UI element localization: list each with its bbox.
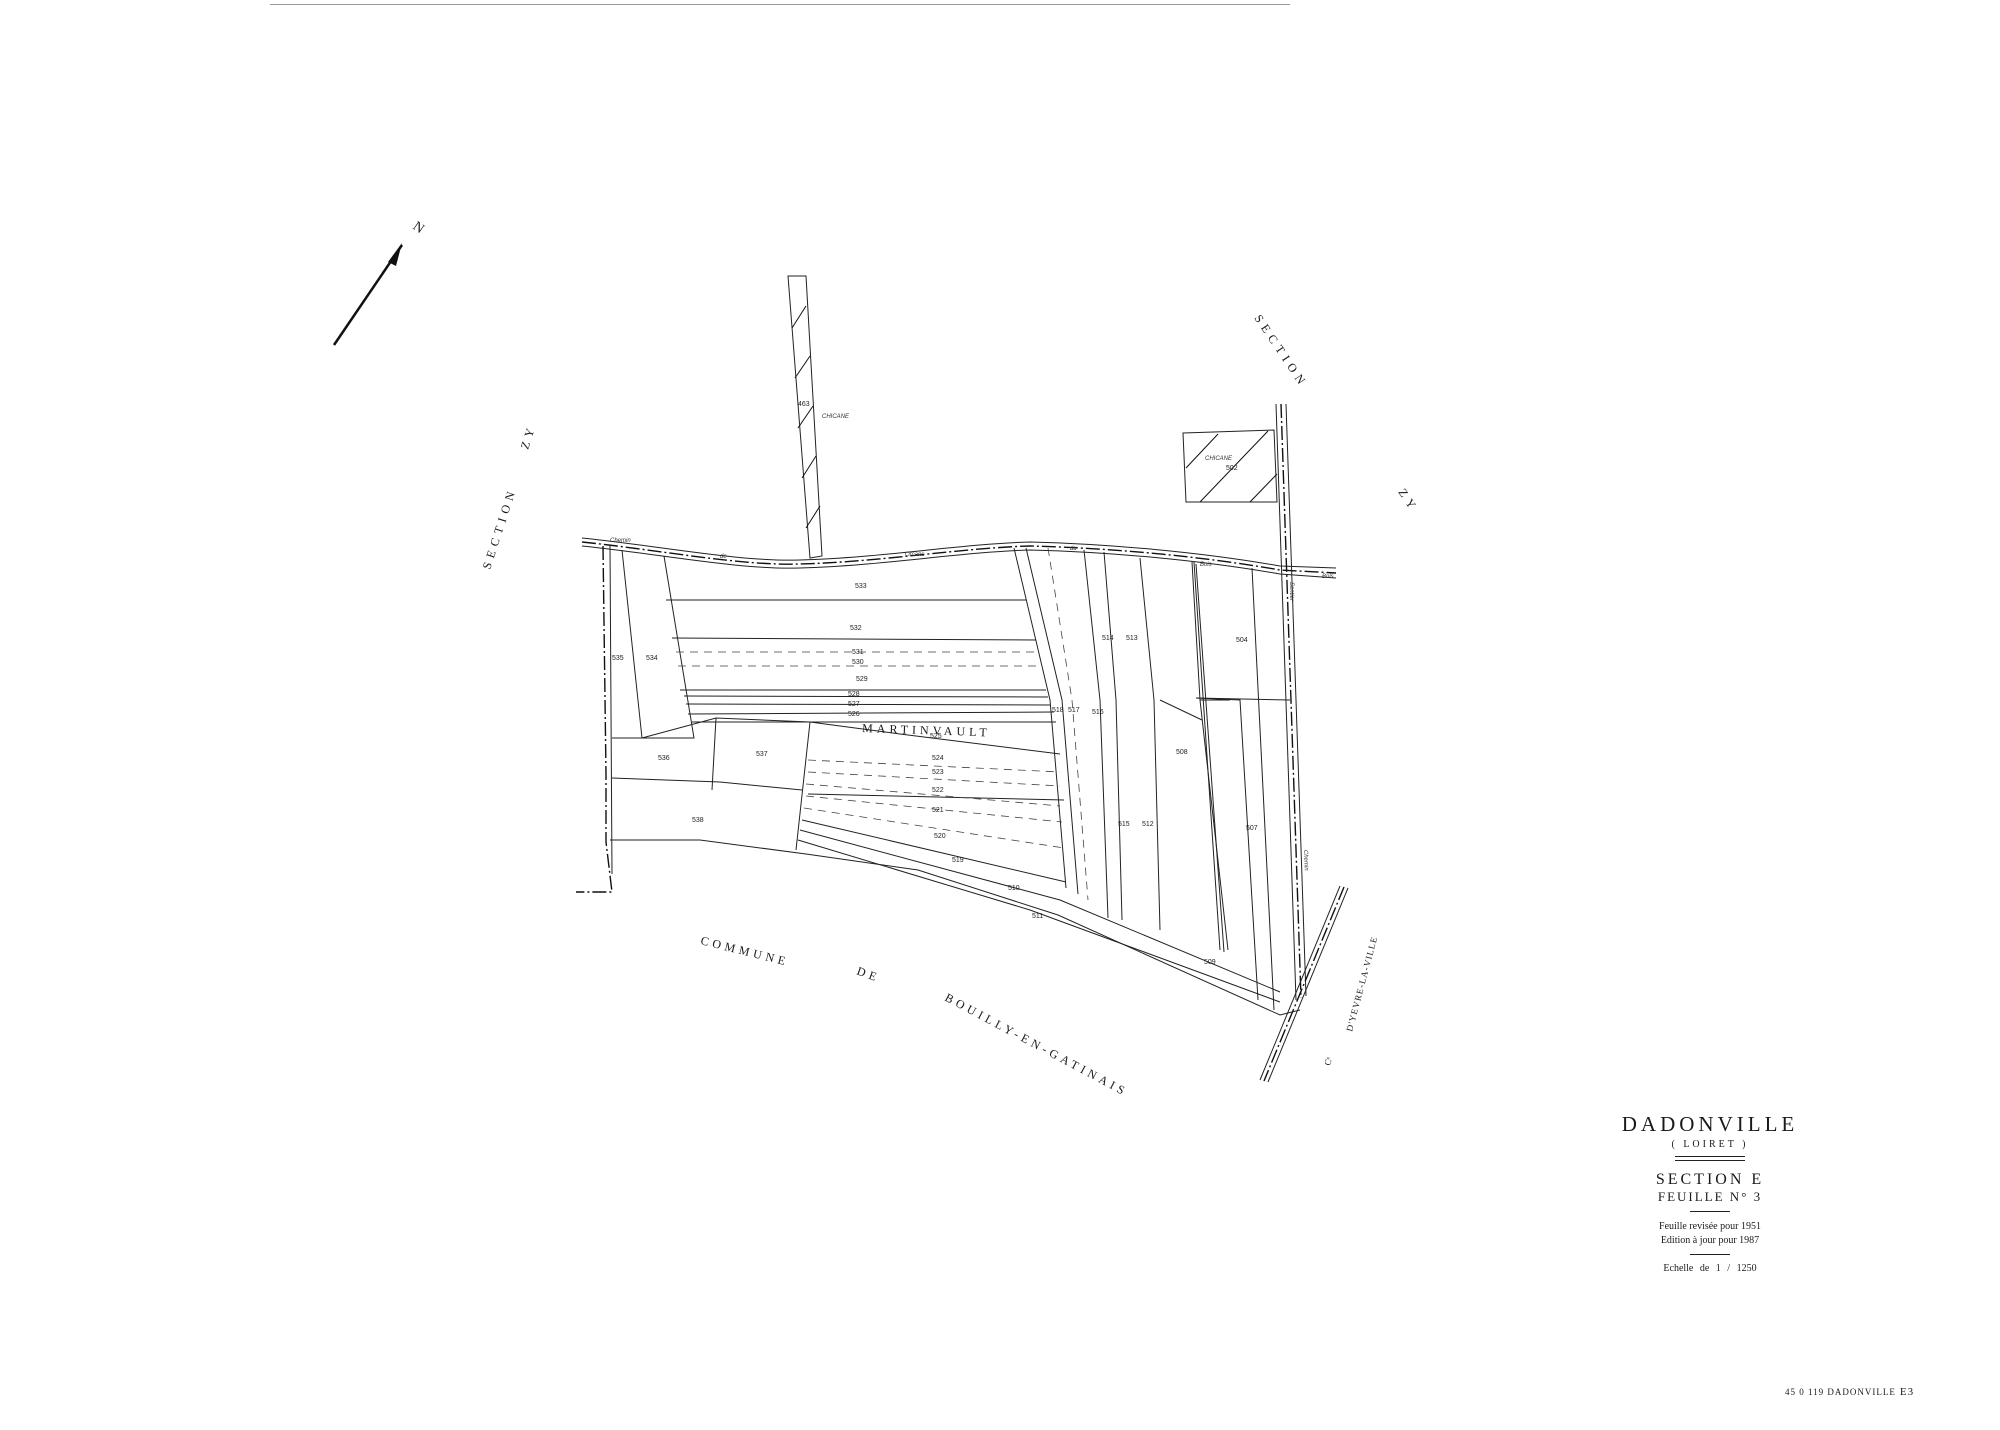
section-label-north: SECTION xyxy=(1252,312,1312,391)
road-label: Chemin xyxy=(1302,850,1309,872)
commune-name-label: BOUILLY-EN-GATINAIS xyxy=(943,990,1131,1099)
parcel-number: 532 xyxy=(850,625,862,632)
parcel-number: 517 xyxy=(1068,707,1080,714)
road-label: Bois xyxy=(1200,562,1212,568)
department: ( LOIRET ) xyxy=(1671,1139,1749,1150)
commune-de-label: DE xyxy=(855,964,882,985)
parcel-number: 524 xyxy=(932,755,944,762)
chicane-label: CHICANE xyxy=(1205,456,1233,462)
lieu-dit-label: MARTINVAULT xyxy=(862,721,991,739)
road-east[interactable]: Sentier Chemin D'YEVRE-LA-VILLE Cᵉ xyxy=(1259,403,1379,1083)
parcel-number: 513 xyxy=(1126,635,1138,642)
divider xyxy=(1675,1156,1745,1161)
parcel-number: 508 xyxy=(1176,749,1188,756)
section-title: SECTION E xyxy=(1655,1171,1765,1188)
road-label: Sentier xyxy=(1288,582,1294,602)
parcel-number: 531 xyxy=(852,649,864,656)
parcel-labels: 533 532 531 530 529 528 527 526 525 524 … xyxy=(612,583,1258,966)
parcel-number: 535 xyxy=(612,655,624,662)
road-label: du xyxy=(1070,546,1077,552)
chicane-502[interactable]: CHICANE 502 xyxy=(1182,429,1278,503)
parcel-number: 533 xyxy=(855,583,867,590)
north-arrow: N xyxy=(332,219,427,346)
divider xyxy=(1690,1211,1730,1212)
parcel-number: 522 xyxy=(932,787,944,794)
section-code-west: ZY xyxy=(518,422,539,451)
parcel-number: 510 xyxy=(1008,885,1020,892)
commune-title: DADONVILLE xyxy=(1621,1112,1799,1136)
commune-label: COMMUNE xyxy=(699,933,790,969)
parcel-number: 463 xyxy=(798,401,810,408)
parcel-number: 504 xyxy=(1236,637,1248,644)
road-label: Bois xyxy=(1322,574,1334,580)
section-code-east: ZY xyxy=(1396,486,1422,515)
parcel-number: 523 xyxy=(932,769,944,776)
parcel-number: 527 xyxy=(848,701,860,708)
divider xyxy=(1690,1254,1730,1255)
parcel-number: 516 xyxy=(1092,709,1104,716)
road-label: Chemin xyxy=(610,538,631,544)
parcel-number: 538 xyxy=(692,817,704,824)
road-north[interactable]: Chemin de Orcans du Bois Bois xyxy=(581,537,1337,580)
parcel-number: 520 xyxy=(934,833,946,840)
reference-code: 45 0 119 DADONVILLE xyxy=(1785,1387,1896,1397)
edition-note: Edition à jour pour 1987 xyxy=(1660,1235,1760,1246)
parcel-number: 507 xyxy=(1246,825,1258,832)
parcel-number: 502 xyxy=(1226,465,1238,472)
parcels[interactable] xyxy=(576,545,1301,1016)
top-border-line xyxy=(270,4,1290,5)
north-arrow-icon xyxy=(388,243,402,266)
map-cartouche: DADONVILLE ( LOIRET ) SECTION E FEUILLE … xyxy=(1580,1112,1840,1274)
parcel-number: 530 xyxy=(852,659,864,666)
sheet-number: FEUILLE N° 3 xyxy=(1657,1189,1763,1204)
parcel-number: 525 xyxy=(930,733,942,740)
parcel-number: 515 xyxy=(1118,821,1130,828)
parcel-number: 536 xyxy=(658,755,670,762)
section-label-west: SECTION xyxy=(480,485,520,571)
road-prefix: Cᵉ xyxy=(1322,1055,1334,1066)
road-name: D'YEVRE-LA-VILLE xyxy=(1344,935,1379,1032)
parcel-number: 528 xyxy=(848,691,860,698)
parcel-number: 526 xyxy=(848,711,860,718)
scale-note: Echelle de 1 / 1250 xyxy=(1663,1263,1757,1274)
parcel-number: 519 xyxy=(952,857,964,864)
parcel-number: 514 xyxy=(1102,635,1114,642)
road-label: de xyxy=(720,554,727,560)
parcel-number: 509 xyxy=(1204,959,1216,966)
parcel-number: 534 xyxy=(646,655,658,662)
parcel-number: 537 xyxy=(756,751,768,758)
north-label: N xyxy=(410,219,427,237)
road-label: Orcans xyxy=(905,552,924,558)
parcel-number: 521 xyxy=(932,807,944,814)
parcel-number: 512 xyxy=(1142,821,1154,828)
chicane-label: CHICANE xyxy=(822,414,850,420)
parcel-number: 511 xyxy=(1032,913,1043,920)
chicane-463[interactable]: 463 CHICANE xyxy=(787,275,850,559)
parcel-number: 518 xyxy=(1052,707,1064,714)
revision-note: Feuille revisée pour 1951 xyxy=(1659,1221,1761,1232)
reference-sheet: E3 xyxy=(1899,1386,1915,1398)
parcel-number: 529 xyxy=(856,676,868,683)
